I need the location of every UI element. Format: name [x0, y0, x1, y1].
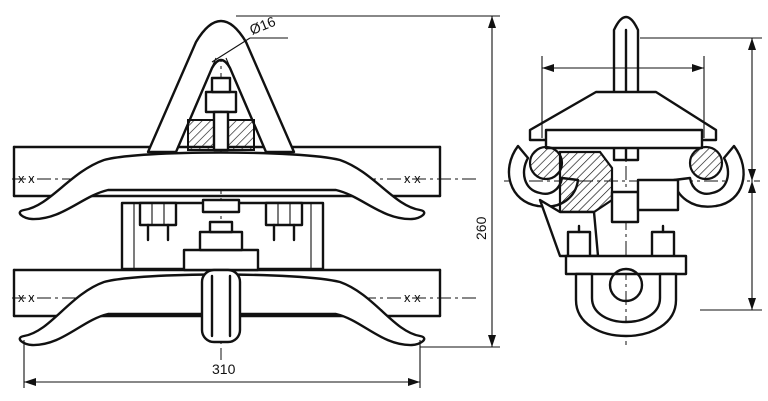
rod-nut — [610, 190, 640, 224]
lower-bolts — [566, 224, 676, 260]
right-hook — [672, 144, 745, 208]
diameter-label: Ø16 — [247, 13, 278, 38]
top-bolt-assembly — [187, 76, 255, 152]
upper-housing-band — [544, 128, 704, 150]
cross-mark-upper-right: x x — [404, 171, 421, 186]
width-label: 310 — [212, 361, 236, 377]
width-dimension: 310 — [23, 340, 421, 388]
height-dimension: 260 — [236, 15, 500, 348]
right-nut — [264, 201, 304, 242]
central-hatched-body — [558, 150, 614, 214]
lower-bracket-bar — [564, 254, 688, 276]
right-plate — [636, 178, 680, 212]
center-top-nut — [201, 198, 241, 214]
side-height-dimension — [640, 37, 762, 311]
upper-saddle — [18, 151, 426, 221]
front-view: x x x x x x x x Ø16 260 310 — [12, 13, 500, 388]
cross-mark-upper-left: x x — [18, 171, 35, 186]
cross-mark-lower-right: x x — [404, 290, 421, 305]
height-label: 260 — [473, 216, 489, 240]
cross-mark-lower-left: x x — [18, 290, 35, 305]
side-view — [504, 15, 762, 345]
upper-housing — [528, 90, 718, 142]
side-width-dimension — [541, 56, 705, 138]
central-bracket — [182, 220, 260, 344]
lower-u-clamp — [574, 267, 678, 338]
left-nut — [138, 201, 178, 242]
